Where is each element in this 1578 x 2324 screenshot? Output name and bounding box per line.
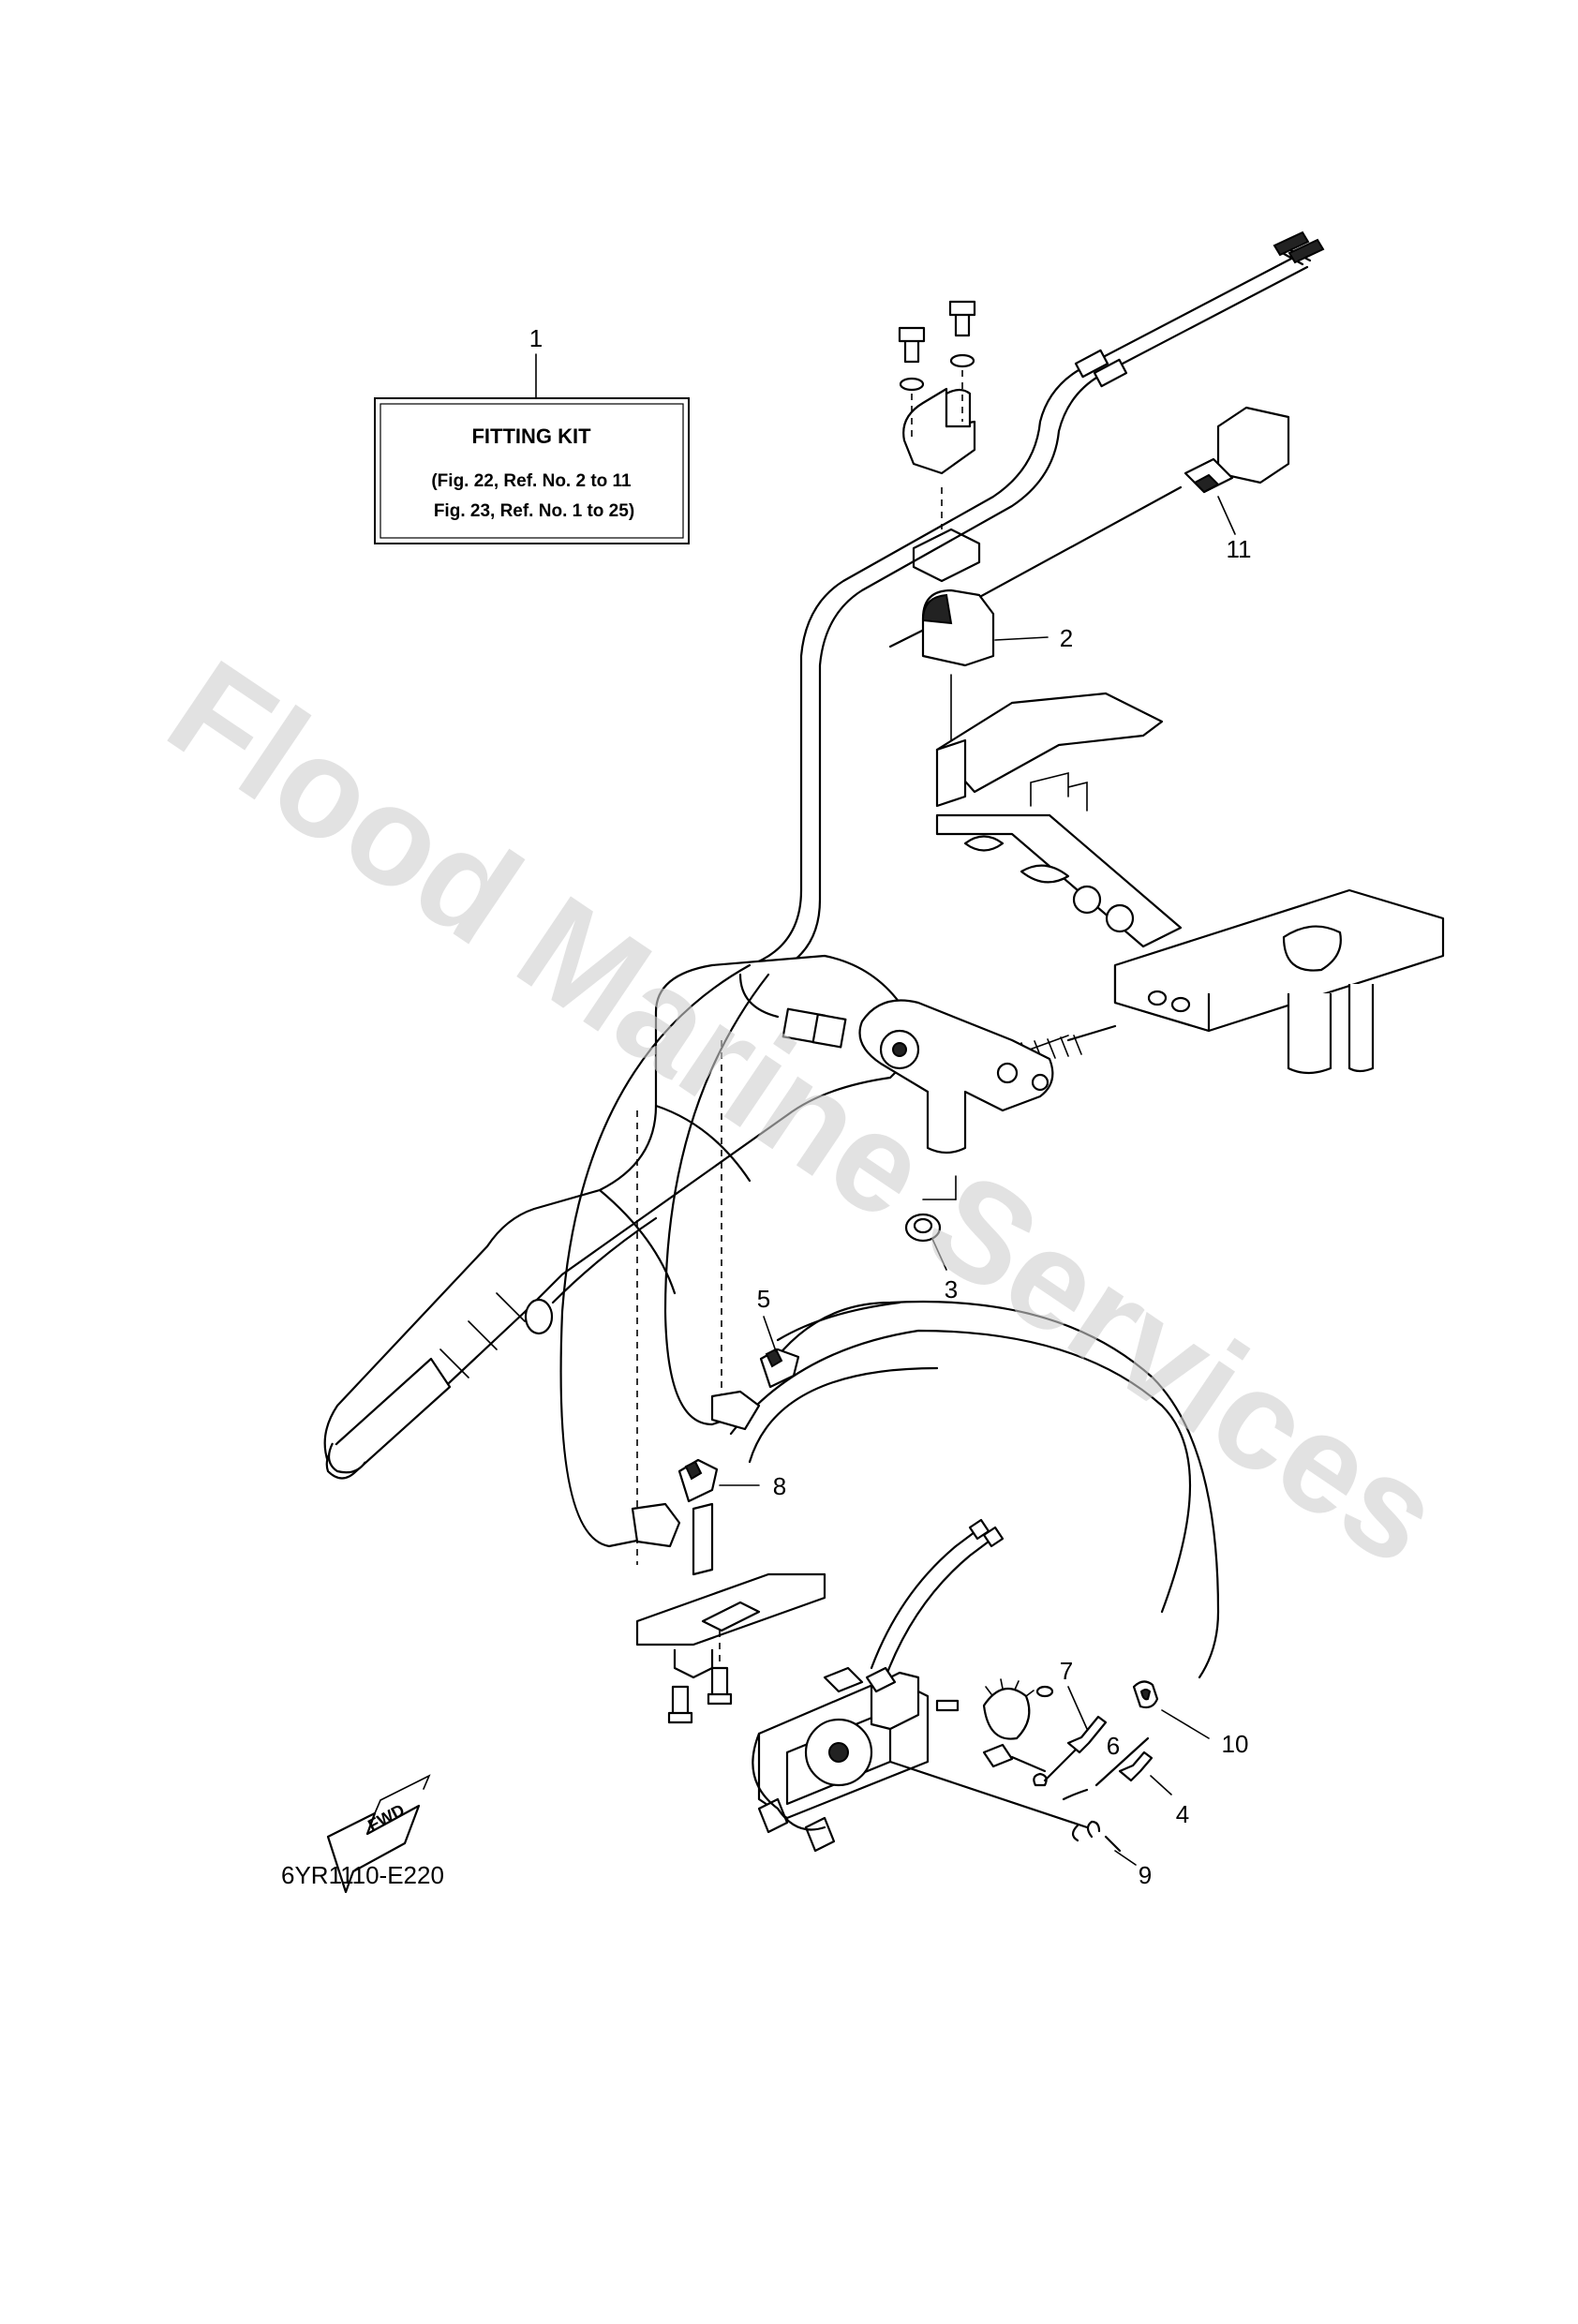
throttle-assembly: [752, 1518, 1054, 1853]
bushing-3: 3: [904, 1175, 958, 1304]
throttle-shift-cables: [748, 231, 1325, 976]
steering-handle: [323, 954, 930, 1480]
diagram-code: 6YR1110-E220: [281, 1861, 444, 1889]
fitting-kit-line-1: (Fig. 22, Ref. No. 2 to 11: [431, 471, 632, 491]
fitting-kit-title: FITTING KIT: [471, 425, 591, 448]
callout-1: 1: [529, 324, 543, 352]
callout-4: 4: [1176, 1800, 1189, 1828]
bottom-cowling: [935, 692, 1183, 948]
top-bracket-assembly: [898, 300, 981, 583]
callout-5: 5: [757, 1285, 770, 1313]
callout-7: 7: [1060, 1657, 1073, 1685]
connector-11: 11: [888, 406, 1290, 648]
fwd-arrow: FWD: [326, 1774, 431, 1894]
callout-3: 3: [945, 1275, 958, 1304]
clamp-5: 5: [710, 1285, 800, 1431]
grommet-2: 2: [921, 588, 1073, 741]
callout-9: 9: [1139, 1861, 1152, 1889]
swivel-bracket: [1016, 888, 1445, 1075]
mount-bracket: [635, 1502, 826, 1724]
fitting-kit-box: 1 FITTING KIT (Fig. 22, Ref. No. 2 to 11…: [374, 324, 690, 544]
callout-2: 2: [1060, 624, 1073, 652]
callout-11: 11: [1227, 535, 1252, 563]
clamp-8: 8: [631, 1458, 786, 1548]
cable-loops: [551, 963, 1220, 1679]
linkage-parts: 7 6 4 9 10: [888, 1657, 1249, 1889]
callout-6: 6: [1107, 1732, 1120, 1760]
callout-8: 8: [773, 1472, 786, 1500]
fitting-kit-line-2: Fig. 23, Ref. No. 1 to 25): [434, 501, 634, 521]
callout-10: 10: [1222, 1730, 1249, 1758]
tiller-pivot: [738, 973, 1054, 1155]
